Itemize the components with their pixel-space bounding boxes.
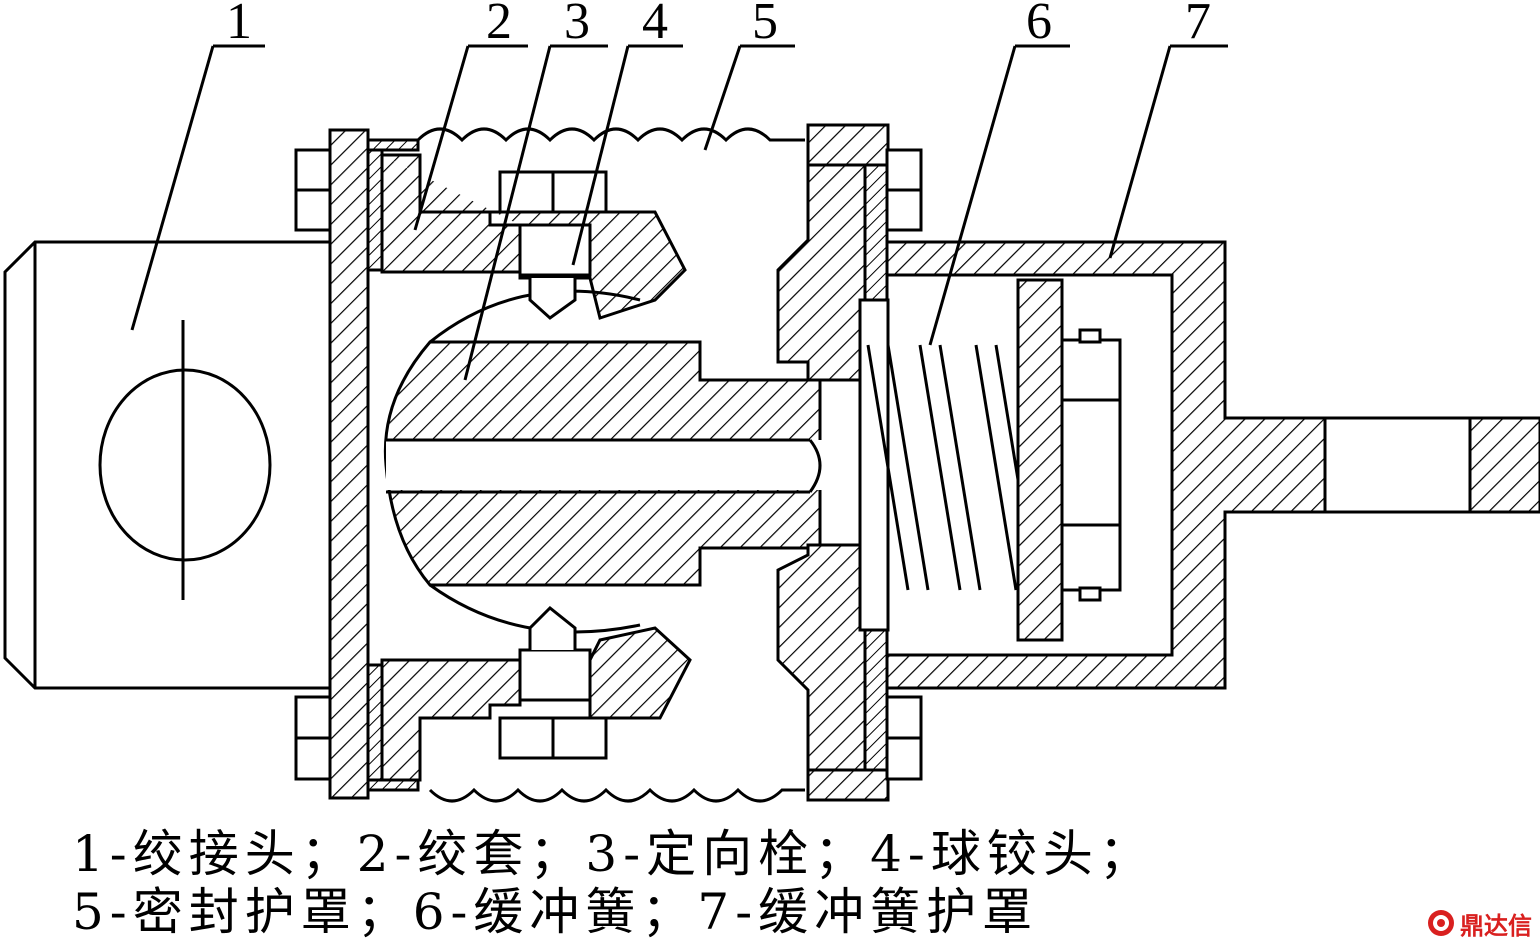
part-number-4: 4: [642, 0, 668, 50]
buffer-spring: [858, 278, 1122, 642]
watermark-text: 鼎达信: [1460, 911, 1532, 940]
caption-line-1: 1-绞接头；2-绞套；3-定向栓；4-球铰头；: [72, 825, 1155, 883]
part-number-6: 6: [1026, 0, 1052, 50]
sealing-shroud: [416, 127, 805, 803]
part-number-5: 5: [752, 0, 778, 50]
part-number-3: 3: [564, 0, 590, 50]
watermark: 鼎达信: [1426, 906, 1532, 940]
ball-head: [383, 278, 826, 650]
hinge-joint: [3, 240, 332, 690]
right-bolts: [885, 148, 923, 781]
left-bolts: [294, 148, 332, 781]
left-flange: [328, 128, 420, 800]
caption-line-2: 5-密封护罩；6-缓冲簧；7-缓冲簧护罩: [72, 883, 1039, 941]
part-number-1: 1: [226, 0, 252, 50]
brand-logo-icon: [1428, 910, 1454, 936]
part-number-2: 2: [486, 0, 512, 50]
leader-lines: [130, 44, 1228, 381]
buffer-spring-shroud: [885, 240, 1540, 690]
part-number-7: 7: [1185, 0, 1211, 50]
